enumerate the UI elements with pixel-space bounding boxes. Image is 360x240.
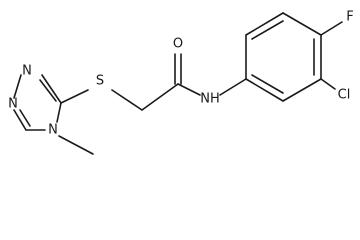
- atom-label-s: S: [96, 74, 104, 89]
- bonds: [13, 12, 343, 155]
- bond-c3-n2-inner: [39, 79, 57, 102]
- bond-ar2-ar3-inner: [251, 20, 284, 40]
- atom-label-n1: N: [8, 97, 18, 112]
- atom-label-o: O: [173, 37, 183, 52]
- atom-label-n4: N: [48, 123, 58, 138]
- bond-ch2-carbonyl: [141, 83, 179, 111]
- bond-n1-c5-inner: [19, 109, 31, 127]
- bond-ar5-ar6: [282, 78, 322, 102]
- atom-label-f: F: [346, 10, 353, 25]
- bond-c3-n2: [41, 74, 62, 104]
- bond-carbonyl-n: [177, 83, 201, 96]
- atom-label-nh: NH: [200, 92, 220, 107]
- atom-labels: N N N S O NH F Cl: [8, 10, 354, 138]
- bond-ar3-ar4: [282, 12, 322, 36]
- bond-c3-s: [60, 89, 89, 104]
- bond-ar5-cl: [320, 78, 336, 90]
- bond-ar4-f: [320, 21, 343, 36]
- bond-n-aryl: [219, 78, 247, 96]
- bond-ar6-ar1: [245, 78, 284, 102]
- chemical-structure: N N N S O NH F Cl: [8, 10, 354, 155]
- bond-ar2-ar3: [245, 12, 284, 36]
- bond-ar6-ar1-inner: [251, 74, 284, 94]
- bond-n4-c3: [56, 102, 62, 123]
- bond-n2-n1: [13, 74, 22, 99]
- atom-label-cl: Cl: [338, 88, 351, 103]
- bond-n1-c5: [13, 109, 27, 131]
- bond-n4-methyl: [58, 135, 94, 155]
- bond-s-ch2: [111, 89, 143, 111]
- atom-label-n2: N: [22, 64, 32, 79]
